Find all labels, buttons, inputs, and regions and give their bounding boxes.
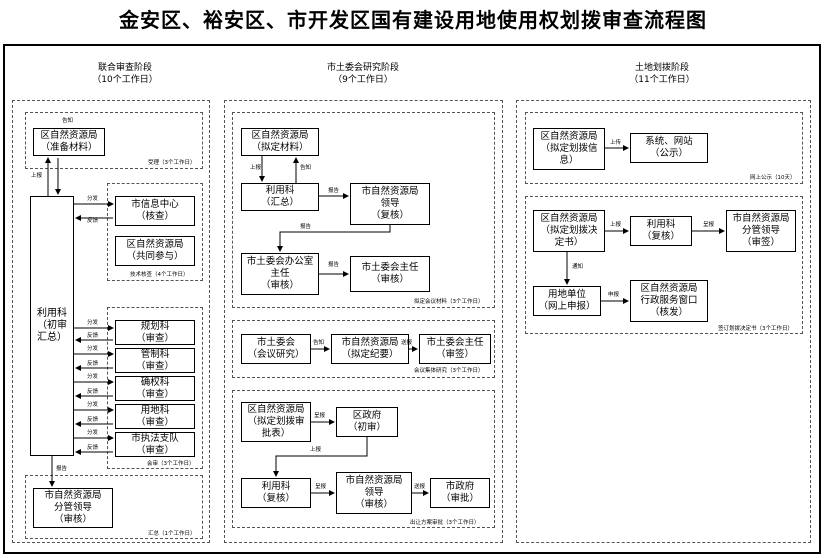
- bureau-minutes-box: 市自然资源局 （拟定纪要）: [331, 334, 409, 364]
- column-duration: （9个工作日）: [333, 75, 393, 85]
- summary-duration-note: 汇总（1个工作日）: [148, 531, 196, 537]
- label-upreport: 上报: [250, 165, 262, 171]
- section-sign-decision: [525, 196, 803, 334]
- label-feedback: 反馈: [87, 218, 99, 224]
- use-dept-recheck-box: 利用科 （复核）: [630, 216, 692, 246]
- label-upreport: 上报: [31, 173, 43, 179]
- column-duration: （11个工作日）: [629, 75, 695, 85]
- arrow-report-office: [277, 225, 391, 252]
- label-apply: 申报: [608, 292, 620, 298]
- section-committee-meeting: [232, 320, 495, 378]
- system-website-box: 系统、网站 （公示）: [630, 133, 708, 163]
- district-bureau-participate-box: 区自然资源局 （共同参与）: [115, 236, 195, 266]
- label-upreport: 上报: [610, 222, 622, 228]
- column-duration: （10个工作日）: [92, 75, 158, 85]
- district-bureau-approval-form-box: 区自然资源局 （拟定划拨审 批表）: [241, 402, 311, 442]
- use-dept-summary-box: 利用科 （汇总）: [241, 183, 319, 211]
- district-bureau-info-box: 区自然资源局 （拟定划拨信 息）: [533, 128, 605, 170]
- label-send: 送报: [414, 484, 426, 490]
- label-report: 报告: [300, 224, 312, 230]
- label-feedback: 反馈: [87, 333, 99, 339]
- label-submit: 呈报: [315, 484, 327, 490]
- label-notify: 通知: [572, 264, 584, 270]
- label-submit: 呈报: [314, 413, 326, 419]
- committee-office-director-box: 市土委会办公室 主任 （审核）: [241, 253, 319, 295]
- column-header-joint-review: 联合审查阶段 （10个工作日）: [60, 62, 190, 86]
- label-distribute: 分发: [87, 374, 99, 380]
- land-use-dept-box: 用地科 （审查）: [115, 404, 195, 429]
- district-bureau-decision-box: 区自然资源局 （拟定划拨决 定书）: [533, 210, 605, 252]
- bureau-leader-review-box: 市自然资源局 分管领导 （审核）: [33, 488, 113, 528]
- label-report: 报告: [328, 262, 340, 268]
- planning-dept-box: 规划科 （审查）: [115, 320, 195, 345]
- decision-duration-note: 签订划拨决定书（3个工作日）: [718, 326, 794, 332]
- info-center-box: 市信息中心 （核查）: [115, 196, 195, 226]
- label-feedback: 反馈: [87, 361, 99, 367]
- section-plan-approval: [232, 390, 495, 528]
- dept-duration-note: 会审（3个工作日）: [147, 461, 195, 467]
- enforcement-team-box: 市执法支队 （审查）: [115, 432, 195, 457]
- district-bureau-prep-box: 区自然资源局 （准备材料）: [33, 128, 105, 156]
- column-title: 市土委会研究阶段: [326, 63, 399, 73]
- bureau-leader-audit-box: 市自然资源局 领导 （审核）: [336, 472, 412, 514]
- column-title: 土地划拨阶段: [634, 63, 689, 73]
- column-header-allocation: 土地划拨阶段 （11个工作日）: [597, 62, 727, 86]
- service-window-box: 区自然资源局 行政服务窗口 （核发）: [630, 280, 708, 322]
- label-feedback: 反馈: [87, 389, 99, 395]
- district-government-box: 区政府 （初审）: [336, 407, 398, 437]
- committee-director-sign-box: 市土委会主任 （审签）: [419, 334, 491, 364]
- label-distribute: 分发: [87, 196, 99, 202]
- section-online-publicity: [525, 112, 803, 184]
- flowchart-frame: [3, 44, 821, 554]
- label-send: 送报: [401, 340, 413, 346]
- city-government-box: 市政府 （审批）: [430, 478, 490, 508]
- label-inform: 告知: [62, 118, 74, 124]
- column-header-committee-research: 市土委会研究阶段 （9个工作日）: [298, 62, 428, 86]
- section-summary: [25, 475, 203, 539]
- approval-duration-note: 出让方案审批（3个工作日）: [410, 520, 480, 526]
- label-report: 报告: [56, 466, 68, 472]
- committee-director-review-box: 市土委会主任 （审核）: [350, 256, 430, 292]
- column-title: 联合审查阶段: [97, 63, 152, 73]
- district-bureau-draft-box: 区自然资源局 （拟定材料）: [241, 128, 319, 156]
- label-submit: 呈报: [703, 222, 715, 228]
- prep-duration-note: 受理（3个工作日）: [148, 160, 196, 166]
- bureau-leader-sign-box: 市自然资源局 分管领导 （审签）: [726, 210, 796, 252]
- page-title: 金安区、裕安区、市开发区国有建设用地使用权划拨审查流程图: [119, 8, 707, 32]
- label-inform: 告知: [300, 165, 312, 171]
- draft-duration-note: 拟定会议材料（3个工作日）: [414, 299, 484, 305]
- section-prep: [25, 112, 203, 169]
- label-feedback: 反馈: [87, 445, 99, 451]
- publicity-duration-note: 网上公示（10天）: [750, 175, 796, 181]
- meeting-duration-note: 会议集体研究（3个工作日）: [414, 368, 484, 374]
- label-distribute: 分发: [87, 320, 99, 326]
- bureau-leader-recheck-box: 市自然资源局 领导 （复核）: [350, 183, 430, 225]
- label-upload: 上传: [610, 140, 622, 146]
- column-frame-joint-review: [12, 100, 210, 543]
- control-dept-box: 管制科 （审查）: [115, 348, 195, 373]
- label-feedback: 反馈: [87, 417, 99, 423]
- committee-meeting-box: 市土委会 （会议研究）: [241, 334, 311, 364]
- rights-dept-box: 确权科 （审查）: [115, 376, 195, 401]
- section-draft-materials: [232, 112, 495, 308]
- use-dept-initial-review-box: 利用科 （初审 汇总）: [30, 196, 74, 456]
- label-upreport: 上报: [310, 447, 322, 453]
- tech-duration-note: 技术核查（4个工作日）: [130, 272, 189, 278]
- use-dept-recheck-box: 利用科 （复核）: [241, 478, 311, 508]
- label-report: 报告: [328, 188, 340, 194]
- arrow-upreport: [273, 437, 368, 477]
- section-dept-review: [107, 307, 203, 469]
- label-distribute: 分发: [87, 430, 99, 436]
- label-inform: 告知: [313, 340, 325, 346]
- label-distribute: 分发: [87, 402, 99, 408]
- column-frame-allocation: [516, 100, 811, 543]
- section-tech-check: [107, 183, 203, 281]
- land-unit-box: 用地单位 （网上申报）: [533, 286, 601, 316]
- column-frame-committee: [224, 100, 503, 543]
- label-distribute: 分发: [87, 346, 99, 352]
